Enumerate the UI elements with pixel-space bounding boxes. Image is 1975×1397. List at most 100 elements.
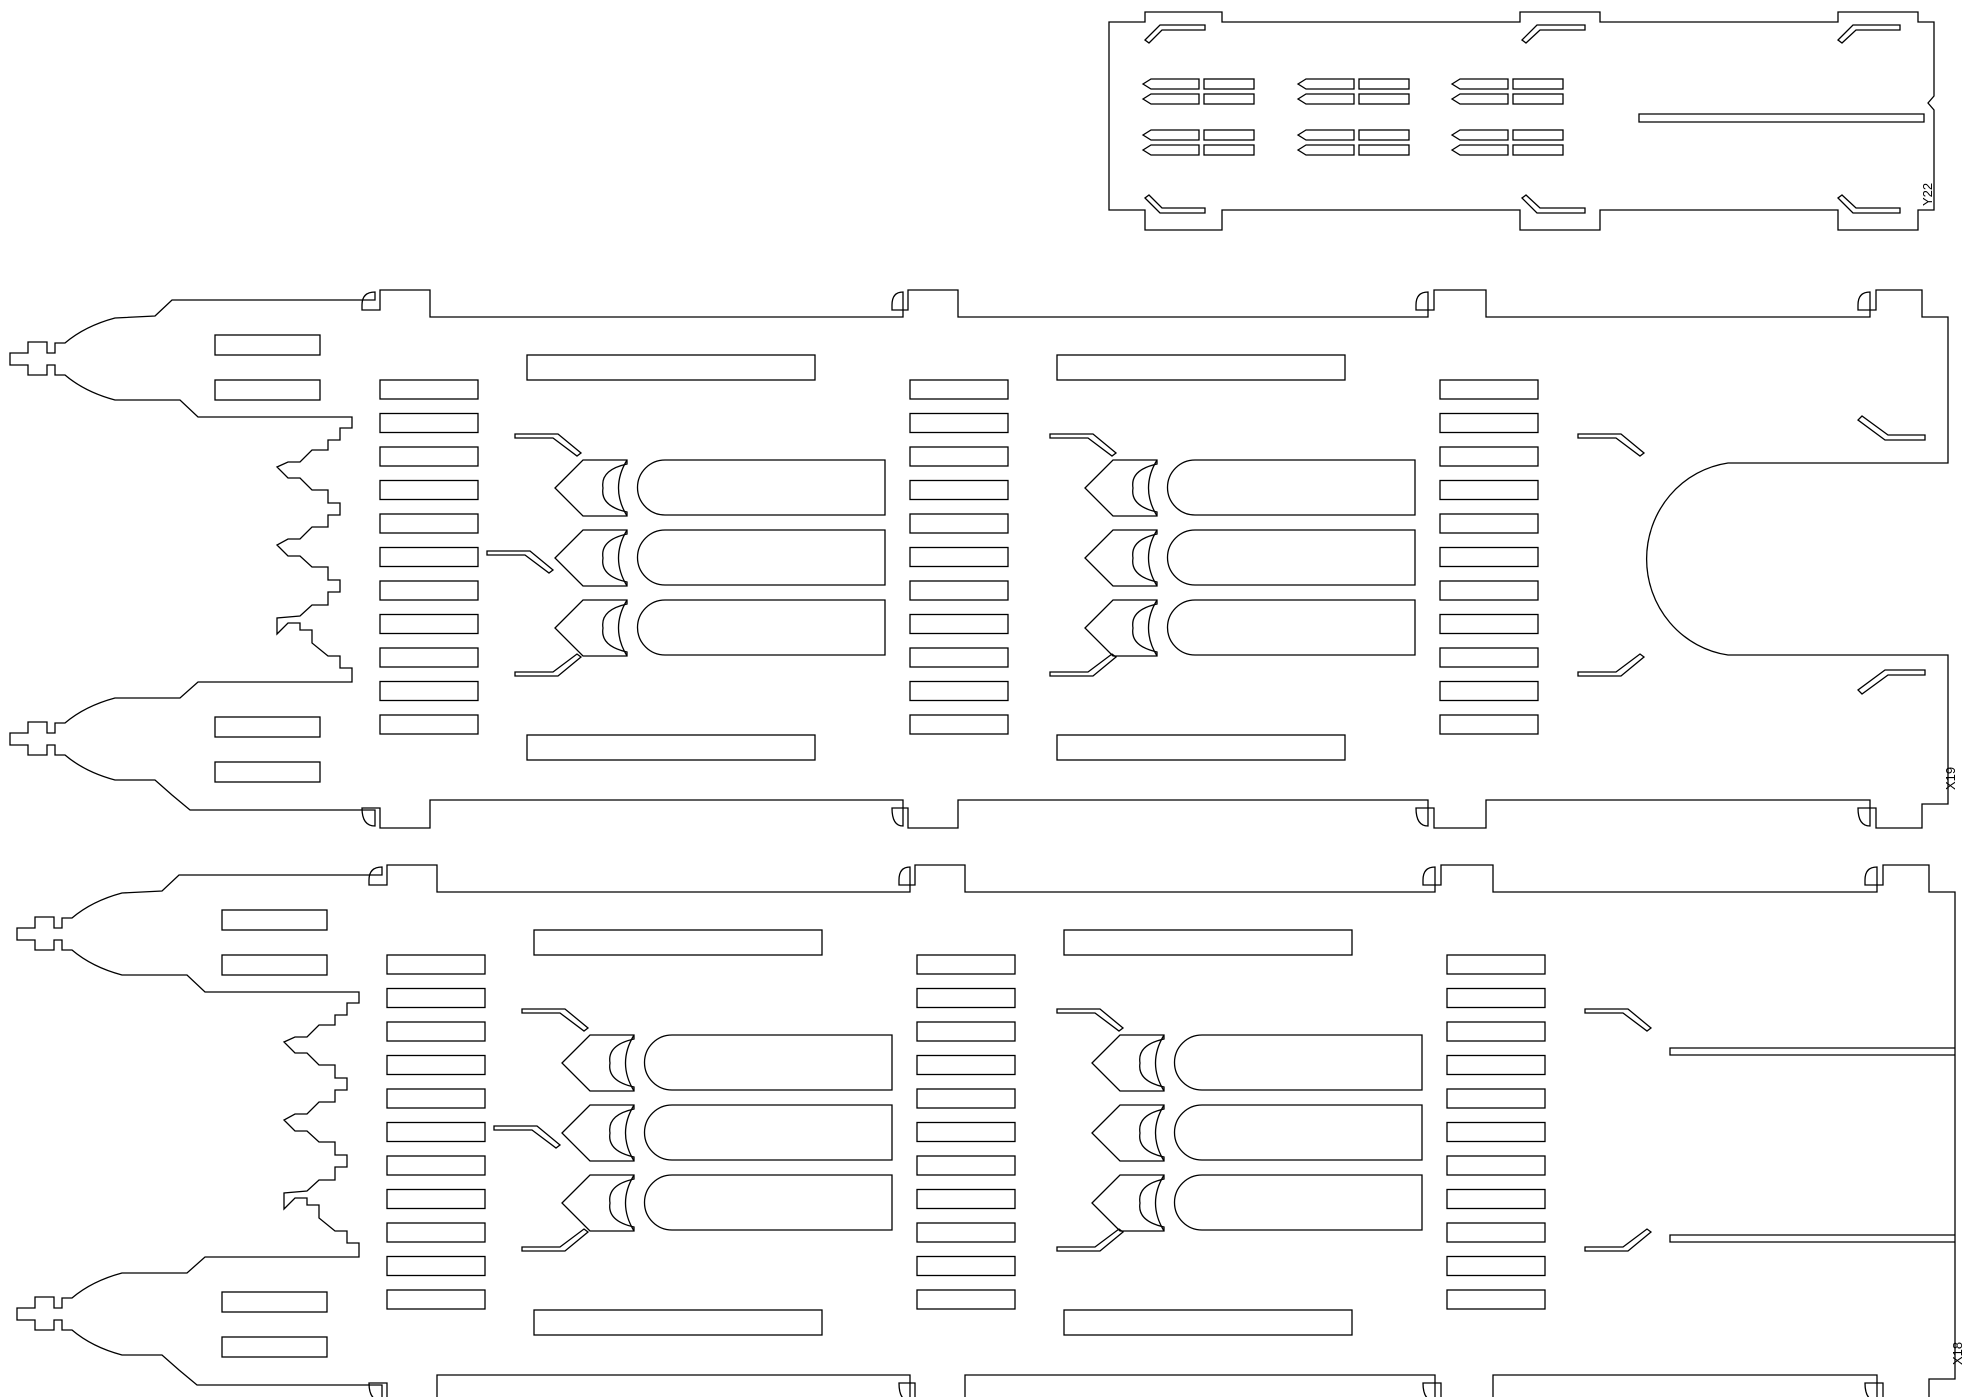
x19-crescent-slot	[1147, 459, 1158, 517]
x18-stack-slot	[1446, 1222, 1546, 1243]
x19-stack-slot	[909, 613, 1009, 635]
x18-stack-slot	[916, 1222, 1016, 1243]
x18-stack-slot	[916, 1155, 1016, 1176]
x19-arrow-slot	[1084, 599, 1158, 657]
x18-stack-slot	[916, 1289, 1016, 1310]
x19-hook-slot	[514, 653, 583, 677]
x18-arrow-slot	[561, 1104, 635, 1162]
y22-rect-slot	[1512, 93, 1564, 105]
x19-stack-slot	[909, 580, 1009, 601]
y22-long-slot	[1638, 113, 1925, 123]
x19-stack-slot	[379, 613, 479, 635]
x18-stack-slot	[916, 987, 1016, 1009]
x18-side-slot	[221, 954, 328, 976]
x19-long-bar	[1056, 734, 1346, 761]
x18-stack-slot	[916, 1188, 1016, 1210]
y22-rect-slot	[1358, 129, 1410, 141]
x18-stack-slot	[1446, 1289, 1546, 1310]
x18-rounded-slot	[643, 1034, 893, 1091]
x19-rounded-slot	[1166, 599, 1416, 656]
y22-pointed-slot	[1296, 93, 1355, 105]
x19-crescent-slot	[617, 599, 628, 657]
x19-stack-slot	[379, 714, 479, 735]
x19-stack-slot	[909, 479, 1009, 501]
y22-tab-slots	[1141, 78, 1564, 156]
x19-hook-slot	[1857, 669, 1926, 695]
x18-long-bar	[1063, 929, 1353, 956]
x18-stack-slot	[1446, 987, 1546, 1009]
x18-stack-slot	[386, 1289, 486, 1310]
x19-stack-slot	[1439, 714, 1539, 735]
x19-stack-slot	[379, 446, 479, 467]
part-label-x18: X18	[1950, 1342, 1965, 1365]
x19-stack-slot	[379, 479, 479, 501]
y22-pointed-slot	[1141, 93, 1200, 105]
x18-long-bar	[533, 929, 823, 956]
x18-side-slot	[221, 1291, 328, 1313]
x18-arrow-slot	[1091, 1034, 1165, 1092]
y22-pointed-slot	[1141, 78, 1200, 90]
x19-hook-slot	[1049, 653, 1118, 677]
x18-hook-slot	[493, 1125, 562, 1149]
x19-long-bar	[1056, 354, 1346, 381]
x18-stack-slot	[916, 1054, 1016, 1076]
x19-stack-slot	[379, 546, 479, 568]
x19-stack-slot	[379, 647, 479, 668]
x18-stack-slot	[1446, 1088, 1546, 1109]
x19-side-slot	[214, 334, 321, 356]
y22-rect-slot	[1512, 129, 1564, 141]
x19-crescent-slot	[1147, 599, 1158, 657]
x18-rounded-slot	[643, 1174, 893, 1231]
x19-stack-slot	[909, 412, 1009, 434]
x18-outline	[16, 864, 1956, 1397]
y22-pointed-slot	[1450, 129, 1509, 141]
x18-hook-slot	[1584, 1228, 1653, 1252]
x18-arrow-slot	[561, 1174, 635, 1232]
x19-hook-slot	[514, 433, 583, 457]
x19-arrow-slot	[554, 529, 628, 587]
y22-pointed-slot	[1141, 129, 1200, 141]
x19-hook-slot	[1577, 653, 1646, 677]
x18-arrow-slot	[1091, 1104, 1165, 1162]
x18-hook-slot	[1584, 1008, 1653, 1032]
x18-stack-slot	[386, 1255, 486, 1277]
x19-stack-slot	[379, 680, 479, 702]
x18-rounded-slot	[1173, 1104, 1423, 1161]
x19-arrow-slot	[1084, 459, 1158, 517]
x18-stack-slot	[1446, 1121, 1546, 1143]
y22-pointed-slot	[1450, 144, 1509, 156]
y22-hook-slots	[1144, 24, 1901, 214]
x18-stack-slot	[916, 1088, 1016, 1109]
y22-pointed-slot	[1296, 129, 1355, 141]
x18-crescent-slot	[1154, 1034, 1165, 1092]
x19-side-slot	[214, 379, 321, 401]
x19-stack-slot	[1439, 446, 1539, 467]
x18-stack-slot	[916, 1255, 1016, 1277]
x18-stack-slot	[1446, 954, 1546, 975]
x18-stack-slot	[1446, 1155, 1546, 1176]
x19-long-bar	[526, 734, 816, 761]
x18-stack-slot	[386, 987, 486, 1009]
x19-rounded-slot	[636, 459, 886, 516]
part-x18: X18	[16, 864, 1965, 1397]
x19-stack-slot	[1439, 613, 1539, 635]
x19-arrow-slot	[554, 599, 628, 657]
x18-stack-slot	[1446, 1054, 1546, 1076]
y22-rect-slot	[1203, 129, 1255, 141]
x19-hook-slot	[1049, 433, 1118, 457]
y22-rect-slot	[1358, 93, 1410, 105]
x18-stack-slot	[386, 1188, 486, 1210]
y22-pointed-slot	[1450, 93, 1509, 105]
x18-hook-slot	[1056, 1228, 1125, 1252]
x19-stack-slot	[379, 513, 479, 534]
x19-stack-slot	[909, 513, 1009, 534]
x19-stack-slot	[909, 546, 1009, 568]
x19-rounded-slot	[1166, 529, 1416, 586]
x18-stack-slot	[386, 1222, 486, 1243]
x19-crescent-slot	[1147, 529, 1158, 587]
x18-stack-slot	[916, 1021, 1016, 1042]
x19-side-slot	[214, 716, 321, 738]
x19-arrow-slot	[1084, 529, 1158, 587]
x18-stack-slot	[1446, 1255, 1546, 1277]
